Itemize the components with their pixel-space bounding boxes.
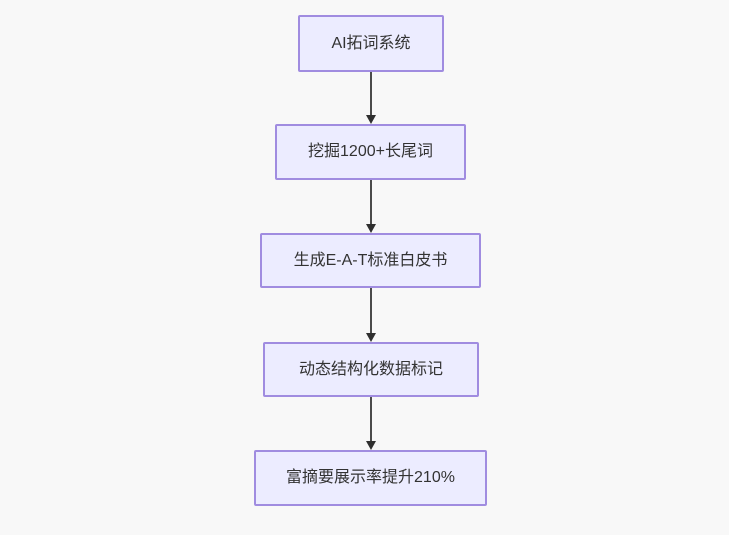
arrow-line: [370, 288, 372, 333]
node-label: 富摘要展示率提升210%: [286, 469, 455, 487]
node-label: 挖掘1200+长尾词: [308, 143, 433, 161]
arrow-head-icon: [366, 333, 376, 342]
arrow-head-icon: [366, 441, 376, 450]
arrow-line: [370, 180, 372, 224]
node-label: 生成E-A-T标准白皮书: [293, 251, 448, 269]
flow-node-generate-eat-whitepaper: 生成E-A-T标准白皮书: [260, 233, 481, 288]
flow-node-ai-word-expansion-system: AI拓词系统: [298, 15, 444, 72]
flow-edge-3: [366, 288, 376, 342]
flow-edge-2: [366, 180, 376, 233]
flow-node-mine-longtail-keywords: 挖掘1200+长尾词: [275, 124, 466, 180]
flow-edge-4: [366, 397, 376, 450]
arrow-line: [370, 397, 372, 441]
flow-node-dynamic-structured-data-markup: 动态结构化数据标记: [263, 342, 479, 397]
flow-node-rich-snippet-rate-increase: 富摘要展示率提升210%: [254, 450, 487, 506]
node-label: 动态结构化数据标记: [298, 360, 443, 378]
arrow-head-icon: [366, 224, 376, 233]
arrow-line: [370, 72, 372, 115]
node-label: AI拓词系统: [331, 34, 411, 52]
flow-edge-1: [366, 72, 376, 124]
arrow-head-icon: [366, 115, 376, 124]
